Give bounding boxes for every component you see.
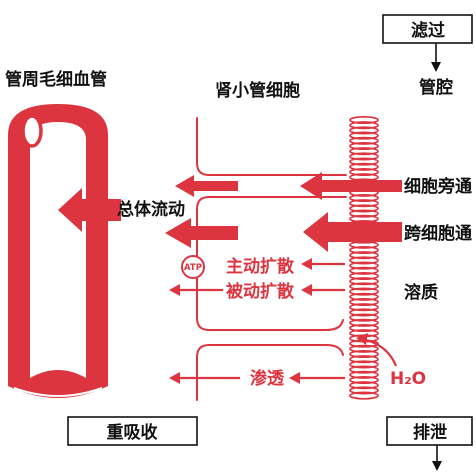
filtration-box-frame <box>382 14 473 44</box>
capillary-tube <box>8 104 108 398</box>
membrane-coil <box>349 115 379 400</box>
osmosis-arrow-blood <box>169 372 240 384</box>
reabsorption-box-frame <box>67 416 198 446</box>
atp-label: ATP <box>184 263 202 273</box>
excretion-box: 排泄 <box>386 416 473 446</box>
reabsorption-label: 重吸收 <box>107 422 158 443</box>
capillary-title: 管周毛细血管 <box>5 69 107 90</box>
upper-cell-outline <box>196 117 347 176</box>
bulk-flow-arrow <box>58 188 121 232</box>
solute-label: 溶质 <box>404 282 438 303</box>
passive-diffusion-arrow-blood <box>169 284 223 296</box>
transcellular-arrow-lumen <box>303 212 402 252</box>
lower-cell-outline <box>196 344 344 401</box>
osmosis-arrow-lumen-head <box>289 372 300 384</box>
excretion-box-frame <box>386 416 473 446</box>
water-arrow <box>356 333 398 367</box>
excretion-arrow-head <box>432 461 442 471</box>
active-transport-arrow <box>301 258 345 270</box>
filtration-label: 滤过 <box>411 20 445 41</box>
excretion-arrow <box>432 445 442 471</box>
capillary-opening-rim <box>13 387 103 397</box>
reabsorption-box: 重吸收 <box>67 416 198 446</box>
excretion-label: 排泄 <box>413 422 447 443</box>
atp-circle <box>181 255 205 279</box>
tubular-cell-title: 肾小管细胞 <box>215 80 300 101</box>
osmosis-label: 渗透 <box>250 368 285 389</box>
filtration-box: 滤过 <box>382 14 473 44</box>
active-transport-arrow-head <box>301 258 312 270</box>
lumen-label: 管腔 <box>419 77 453 98</box>
water-arrow-curve <box>365 338 398 367</box>
transcellular-label: 跨细胞通 <box>404 223 472 244</box>
middle-cell-outline <box>196 196 347 331</box>
water-arrow-head <box>356 333 368 345</box>
atp-badge: ATP <box>181 255 205 279</box>
active-transport-label: 主动扩散 <box>226 256 295 277</box>
cell-outlines <box>196 117 347 401</box>
capillary-loop <box>21 114 43 148</box>
osmosis-arrow-blood-head <box>169 372 180 384</box>
osmosis-arrow-lumen <box>289 372 345 384</box>
passive-diffusion-label: 被动扩散 <box>226 281 295 302</box>
capillary-lumen <box>30 122 86 378</box>
water-label: H₂O <box>390 369 426 389</box>
transcellular-arrow-blood <box>165 218 238 248</box>
paracellular-arrow-lumen <box>300 172 402 200</box>
passive-diffusion-arrow-lumen-head <box>301 284 312 296</box>
filtration-arrow <box>431 43 441 72</box>
paracellular-label: 细胞旁通 <box>404 176 472 197</box>
paracellular-arrow-blood <box>175 175 238 197</box>
passive-diffusion-arrow-blood-head <box>169 284 180 296</box>
passive-diffusion-arrow-lumen <box>301 284 345 296</box>
filtration-arrow-head <box>431 62 441 72</box>
bulk-flow-label: 总体流动 <box>117 199 185 220</box>
